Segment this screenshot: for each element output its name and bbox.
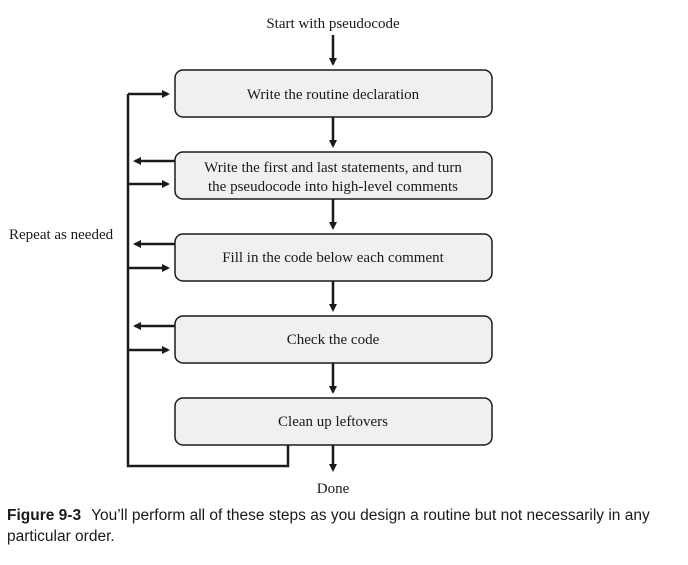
figure-number: Figure 9-3	[7, 507, 82, 524]
step-5-label: Clean up leftovers	[278, 414, 388, 430]
loop-label: Repeat as needed	[9, 227, 114, 243]
step-4-label: Check the code	[287, 332, 380, 348]
start-label: Start with pseudocode	[266, 16, 400, 32]
routine-design-flowchart: Start with pseudocode Write the routine …	[9, 16, 493, 497]
step-2-label-line-1: Write the first and last statements, and…	[204, 160, 462, 176]
step-box-3: Fill in the code below each comment	[174, 233, 493, 282]
done-label: Done	[317, 481, 350, 497]
loop-line	[126, 94, 290, 468]
step-box-4: Check the code	[174, 315, 493, 364]
step-3-label: Fill in the code below each comment	[222, 250, 444, 266]
step-box-1: Write the routine declaration	[174, 69, 493, 118]
caption-text: You’ll perform all of these steps as you…	[7, 507, 650, 545]
step-box-5: Clean up leftovers	[174, 397, 493, 446]
step-box-2: Write the first and last statements, and…	[174, 151, 493, 200]
step-1-label: Write the routine declaration	[247, 87, 420, 103]
step-2-label-line-2: the pseudocode into high-level comments	[208, 179, 458, 195]
